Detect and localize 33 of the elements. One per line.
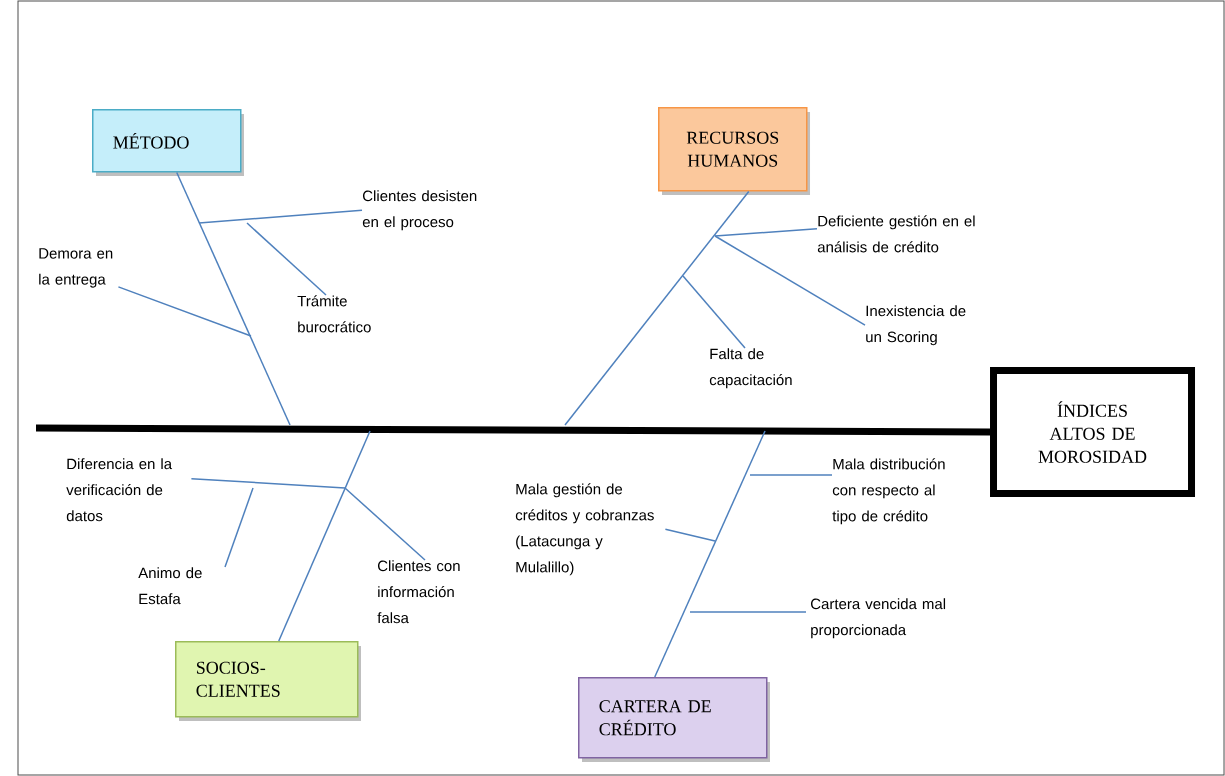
cause-text: Deficiente gestión en el análisis de crédito (817, 215, 975, 253)
cause-text: Cartera vencida mal proporcionada (811, 598, 946, 639)
branch-line (224, 487, 254, 568)
branch-line (689, 611, 807, 613)
branch-line (198, 209, 363, 224)
cause-text: Mala gestión de créditos y cobranzas (Latacunga y Mulalillo) (515, 483, 654, 576)
effect-box: ÍNDICES ALTOS DE MOROSIDAD (990, 367, 1195, 497)
branch-line (664, 528, 716, 542)
branch-line (117, 286, 252, 337)
cause-text: Trámite burocrático (297, 295, 371, 333)
cause-text: Falta de capacitación (709, 348, 792, 389)
bone-line (654, 430, 766, 678)
branch-line (714, 228, 818, 237)
cause-text: Diferencia en la verificación de datos (66, 458, 173, 522)
category-box: SOCIOS-CLIENTES (175, 641, 361, 721)
cause-text: Mala distribución con respecto al tipo de crédito (832, 458, 945, 525)
branch-line (714, 235, 866, 326)
cause-text: Animo de Estafa (138, 567, 202, 605)
category-box: MÉTODO (92, 109, 244, 176)
branch-line (190, 477, 346, 489)
branch-line (246, 222, 327, 296)
category-box: CARTERA DE CRÉDITO (578, 677, 770, 762)
branch-line (682, 275, 746, 349)
bone-line (278, 430, 371, 642)
branch-line (344, 487, 426, 561)
cause-text: Clientes desisten en el proceso (362, 190, 477, 231)
bone-line (176, 171, 291, 426)
cause-text: Clientes con información falsa (377, 560, 460, 624)
branch-line (749, 474, 833, 476)
cause-text: Demora en la entrega (39, 248, 113, 288)
cause-text: Inexistencia de un Scoring (866, 305, 966, 346)
bone-line (564, 190, 750, 426)
category-box: RECURSOS HUMANOS (658, 107, 810, 195)
